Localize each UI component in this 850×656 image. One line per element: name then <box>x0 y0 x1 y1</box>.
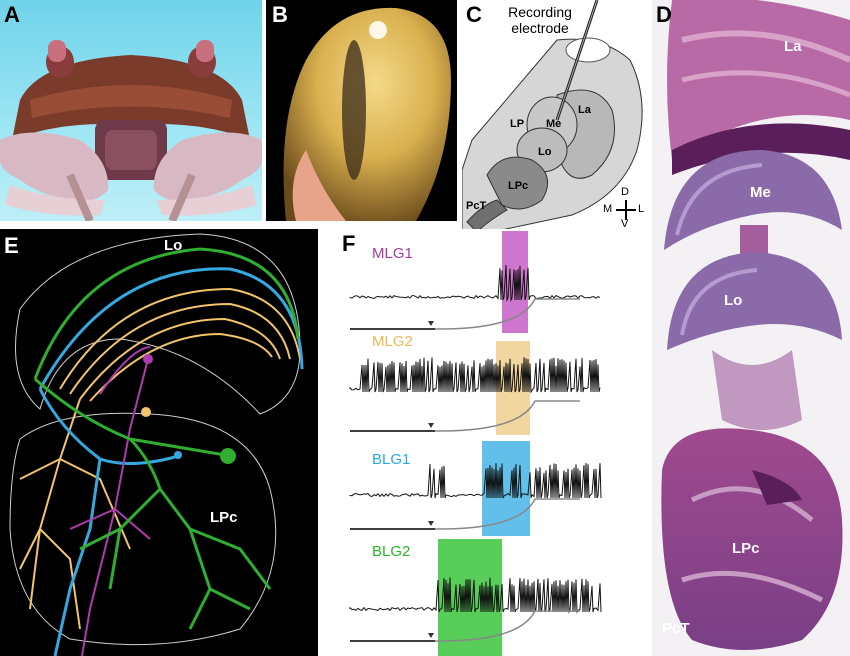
spike-trace-blg1 <box>349 463 602 499</box>
region-label-lpc: LPc <box>732 540 760 557</box>
panel-b-eyestalk-photo: B <box>266 0 457 221</box>
eyestalk-schematic <box>462 0 643 232</box>
stimulus-onset-marker <box>428 423 434 428</box>
region-label-lo: Lo <box>164 237 183 254</box>
stimulus-onset-marker <box>428 633 434 638</box>
eyestalk-illustration <box>283 7 451 221</box>
trace-label-mlg2: MLG2 <box>372 333 413 350</box>
panel-f-label: F <box>342 231 356 256</box>
stimulus-trace-mlg2 <box>350 400 580 432</box>
spike-trace-blg2 <box>349 577 602 614</box>
neuron-drawing <box>9 233 304 656</box>
crab-illustration <box>0 40 262 221</box>
region-label-lp: LP <box>510 118 525 130</box>
electrode-label: Recording electrode <box>508 4 572 36</box>
region-label-lpc: LPc <box>508 180 529 192</box>
spike-trace-mlg2 <box>349 357 601 394</box>
panel-b-label: B <box>272 2 288 27</box>
compass-medial: M <box>603 203 613 215</box>
region-label-me: Me <box>546 118 562 130</box>
panel-c-schematic: C Recording electrode La Me LP Lo LPc Pc… <box>462 0 652 232</box>
recording-traces <box>349 231 602 656</box>
region-label-lpc: LPc <box>210 509 238 526</box>
panel-c-label: C <box>466 2 482 27</box>
stimulus-onset-marker <box>428 521 434 526</box>
panel-e-label: E <box>4 233 19 258</box>
panel-d-label: D <box>656 2 672 27</box>
panel-a-crab-photo: A <box>0 0 262 221</box>
panel-e-neuron-reconstructions: E Lo LPc <box>0 229 318 656</box>
compass-lateral: L <box>638 203 645 215</box>
stimulus-trace-blg2 <box>350 610 580 642</box>
trace-label-mlg1: MLG1 <box>372 245 413 262</box>
trace-label-blg2: BLG2 <box>372 543 411 560</box>
region-label-pct: PcT <box>466 200 487 212</box>
panel-f-recordings: F MLG1 MLG2 BLG1 BLG2 <box>330 229 652 656</box>
stimulus-trace-mlg1 <box>350 298 580 330</box>
panel-a-label: A <box>4 2 20 27</box>
region-label-me: Me <box>750 184 771 201</box>
stimulus-trace-blg1 <box>350 498 580 530</box>
region-label-pct: PcT <box>662 620 690 637</box>
region-label-la: La <box>578 104 591 116</box>
stimulus-onset-marker <box>428 321 434 326</box>
region-label-lo: Lo <box>724 292 743 309</box>
panel-d-histology: D La Me Lo LPc PcT <box>652 0 850 656</box>
histology-section <box>661 0 850 650</box>
spike-trace-mlg1 <box>349 265 601 302</box>
compass-ventral: V <box>621 218 629 230</box>
compass-dorsal: D <box>621 186 629 198</box>
region-label-la: La <box>784 38 802 55</box>
trace-label-blg1: BLG1 <box>372 451 411 468</box>
region-label-lo: Lo <box>538 146 552 158</box>
